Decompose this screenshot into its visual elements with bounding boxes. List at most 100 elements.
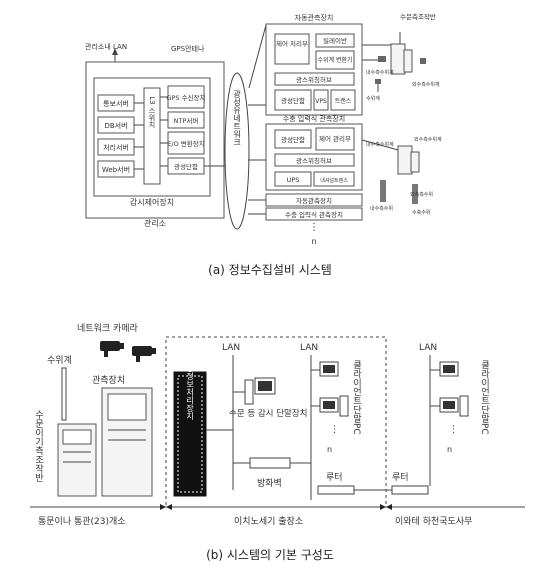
ntp-server-label: NTP서버 <box>174 116 199 125</box>
gauge-icon <box>420 58 426 64</box>
mid-hub-box <box>274 153 355 167</box>
gps-receiver-label: GPS 수신장치 <box>166 93 205 102</box>
optical-term-box <box>274 89 312 111</box>
client2-label: 클라이언트단말PC <box>479 360 489 435</box>
mid-outer-label: 외측측수위 <box>410 191 433 198</box>
mid-optical-term-box <box>274 129 312 149</box>
trans-box <box>330 89 356 111</box>
site1-label: 통문이나 통관(23)개소 <box>38 516 126 527</box>
vps-box <box>313 89 329 111</box>
client1-label: 클라이언트단말PC <box>351 360 361 435</box>
caption-a: (a) 정보수집설비 시스템 <box>208 263 332 277</box>
client-pc-icon <box>319 395 349 417</box>
lan3-label: LAN <box>419 343 437 353</box>
svg-text:⋮: ⋮ <box>449 425 458 435</box>
trans-label: 트랜스 <box>335 97 352 105</box>
mid-inner-label: 내수측수위 <box>370 205 393 212</box>
site2-label: 이치노세기 출장소 <box>234 515 303 527</box>
server-label: Web서버 <box>102 165 130 174</box>
caption-b: (b) 시스템의 기본 구성도 <box>206 548 334 562</box>
gate-panel-label: 수문이기측조작반 <box>33 410 43 482</box>
ctrl-proc-box <box>274 33 310 65</box>
router2-label: 루터 <box>392 472 409 483</box>
mid-ups-box <box>274 171 312 187</box>
firewall-label: 방화벽 <box>257 478 282 489</box>
client-pc-icon <box>439 361 459 377</box>
mid-gate-icon <box>410 151 420 173</box>
server-list: 통보서버 DB서버 처리서버 Web서버 <box>97 94 135 178</box>
n-label: n <box>311 237 316 246</box>
mid-gauge-in-label: 내수측수위계 <box>366 141 394 148</box>
auto-station-top-title: 자동관측장치 <box>295 13 334 22</box>
relay-label: 릴레이반 <box>323 36 347 45</box>
bottom-row-box <box>265 207 363 221</box>
optical-network-label: 광성유네트워크 <box>232 89 241 146</box>
network-camera-label: 네트워크 카메라 <box>77 323 139 334</box>
gauge-icon <box>378 56 386 62</box>
mid-hydro-label: 수축수위 <box>412 209 430 216</box>
diagram-b: 네트워크 카메라 수위계 관측장치 수문이기측조작반 수문등정보처리장치 <box>30 323 525 562</box>
optical-term-label: 광성단함 <box>281 96 305 105</box>
site3-label: 이와테 하천국도사무 <box>395 515 472 527</box>
mid-ctrl-label: 제어 관리부 <box>319 134 351 143</box>
monitor-terminal-label: 수문 등 감시 단말장치 <box>229 408 308 419</box>
ctrl-proc-label: 제어 처리부 <box>276 39 308 48</box>
wl-converter-box <box>315 50 355 70</box>
client-pc-icon <box>439 395 469 417</box>
firewall-icon <box>249 457 291 469</box>
wl-converter-label: 수위계 변환기 <box>317 56 352 64</box>
mid-optical-term-label: 광성단함 <box>281 135 305 144</box>
gauge-in-label: 내수측수위계 <box>366 69 394 76</box>
water-gauge-label: 수위계 <box>47 354 72 366</box>
monitor-terminal-icon <box>244 377 276 405</box>
mid-gate-icon <box>397 145 413 175</box>
mid-gauge-out-label: 외수측수위계 <box>414 136 442 143</box>
lan-label: 관리소내 LAN <box>85 42 127 51</box>
water-gauge-icon <box>61 367 67 421</box>
router2-icon <box>391 485 429 495</box>
bottom-row-label: 수충 입력식 관측장치 <box>285 210 343 219</box>
camera-icon <box>100 341 124 357</box>
lan1-label: LAN <box>222 343 240 353</box>
gate-panel-icon <box>403 49 413 73</box>
l3-switch-box <box>143 87 161 185</box>
router1-label: 루터 <box>326 472 343 483</box>
mid-trans-box <box>313 171 355 187</box>
server-label: 통보서버 <box>103 99 129 108</box>
gps-antenna-label: GPS안테나 <box>171 44 205 53</box>
optical-hub-label: 광스위칭허브 <box>296 75 332 84</box>
optical-terminal-label: 광성단함 <box>174 162 198 171</box>
svg-text:⋮: ⋮ <box>309 222 319 233</box>
mid-hub-label: 광스위칭허브 <box>296 156 332 165</box>
auto-row-box <box>265 193 363 207</box>
lan2-label: LAN <box>300 343 318 353</box>
gauge-out-label: 외수측수위계 <box>412 81 440 88</box>
optical-hub-box <box>274 72 355 86</box>
router1-icon <box>317 485 355 495</box>
client-pc-icon <box>319 361 339 377</box>
mid-ups-label: UPS <box>287 176 300 184</box>
wl-gauge-label: 수위계 <box>366 95 380 102</box>
vps-label: VPS <box>315 98 327 105</box>
office-label: 관리소 <box>144 218 166 228</box>
server-rack <box>173 371 207 497</box>
optical-network-ellipse <box>224 72 250 230</box>
eo-converter-label: E/O 변환장치 <box>167 139 204 148</box>
diagram-a: 관리소내 LAN GPS안테나 통보서버 DB서버 처리서버 Web서버 L3 … <box>85 12 442 277</box>
camera-icon <box>132 346 156 362</box>
l3-switch-label: L3 스위치 <box>148 96 156 129</box>
gate-ctrl-label: 수문측조작반 <box>400 12 436 21</box>
n1-label: n <box>327 445 332 454</box>
mid-trans-label: 내셔널트랜스 <box>320 177 348 184</box>
control-unit-label: 감시제어장치 <box>130 197 174 207</box>
auto-row-label: 자동관측장치 <box>296 196 332 205</box>
server-label: DB서버 <box>104 121 127 130</box>
mid-station-title: 수충 입력식 관측장치 <box>283 114 345 123</box>
mid-ctrl-box <box>315 127 355 151</box>
obs-device-label: 관측장치 <box>92 374 125 386</box>
server-rack-label: 수문등정보처리장치 <box>185 348 194 421</box>
relay-box <box>315 33 355 48</box>
lan-arrow-head <box>112 48 118 55</box>
server-label: 처리서버 <box>103 143 129 152</box>
